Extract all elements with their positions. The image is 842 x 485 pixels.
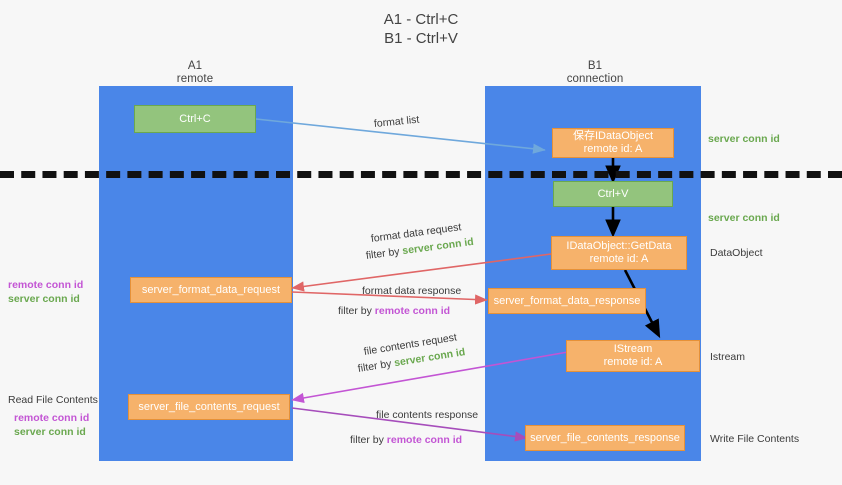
box-ctrl-c-label: Ctrl+C	[179, 112, 211, 125]
box-server-format-data-response[interactable]: server_format_data_response	[488, 288, 646, 314]
box-server-format-data-request[interactable]: server_format_data_request	[130, 277, 292, 303]
box-server-format-data-response-label: server_format_data_response	[493, 294, 641, 307]
box-server-format-data-request-label: server_format_data_request	[141, 283, 281, 296]
lane-b1-sub: connection	[566, 73, 624, 85]
note-remote-conn-id: remote conn id	[14, 412, 90, 424]
edge-label-format-data-response: format data response	[362, 285, 462, 297]
edge-label-file-contents-response-filter: filter by remote conn id	[350, 434, 462, 447]
note-remote-conn-id: remote conn id	[8, 279, 84, 291]
box-ctrl-v-label: Ctrl+V	[597, 187, 629, 200]
box-store-idataobject[interactable]: 保存IDataObject remote id: A	[552, 128, 674, 158]
note-server-conn-id: server conn id	[14, 426, 86, 438]
lane-a1-name: A1	[187, 60, 203, 72]
box-server-file-contents-response-label: server_file_contents_response	[530, 431, 680, 444]
box-idataobject-getdata[interactable]: IDataObject::GetData remote id: A	[551, 236, 687, 270]
filter-key-remote-conn-id: remote conn id	[386, 434, 463, 446]
box-istream-line1: IStream	[613, 343, 653, 355]
note-server-conn-id: server conn id	[8, 293, 80, 305]
edge-label-file-contents-response: file contents response	[376, 409, 479, 421]
box-ctrl-c[interactable]: Ctrl+C	[134, 105, 256, 133]
diagram-title-line2: B1 - Ctrl+V	[384, 30, 458, 47]
phase-divider	[0, 171, 842, 178]
edge-label-format-data-response-filter: filter by remote conn id	[338, 305, 450, 318]
lane-b1-name: B1	[587, 60, 603, 72]
note-dataobject: DataObject	[710, 247, 763, 259]
note-server-conn-id-top: server conn id	[708, 132, 780, 146]
box-idataobject-getdata-line1: IDataObject::GetData	[566, 240, 672, 252]
note-istream: Istream	[710, 351, 746, 363]
diagram-title-line1: A1 - Ctrl+C	[383, 11, 459, 28]
lane-a1-sub: remote	[176, 73, 214, 85]
note-text: server conn id	[708, 133, 780, 145]
box-istream[interactable]: IStream remote id: A	[566, 340, 700, 372]
box-idataobject-getdata-line2: remote id: A	[589, 253, 649, 265]
note-left-low: remote conn id server conn id	[14, 411, 89, 439]
box-server-file-contents-response[interactable]: server_file_contents_response	[525, 425, 685, 451]
box-server-file-contents-request[interactable]: server_file_contents_request	[128, 394, 290, 420]
note-server-conn-id-mid: server conn id	[708, 211, 780, 225]
note-read-file-contents: Read File Contents	[8, 394, 98, 406]
box-ctrl-v[interactable]: Ctrl+V	[553, 181, 673, 207]
filter-key-remote-conn-id: remote conn id	[374, 305, 451, 317]
note-text: server conn id	[708, 212, 780, 224]
lane-header-b1: B1 connection	[540, 60, 650, 86]
note-left-mid: remote conn id server conn id	[8, 278, 83, 306]
filter-prefix: filter by	[338, 305, 375, 317]
note-write-file-contents: Write File Contents	[710, 433, 800, 445]
box-istream-line2: remote id: A	[603, 356, 663, 368]
filter-prefix: filter by	[350, 434, 387, 446]
box-server-file-contents-request-label: server_file_contents_request	[138, 400, 280, 413]
box-store-idataobject-line1: 保存IDataObject	[572, 130, 654, 142]
lane-header-a1: A1 remote	[140, 60, 250, 86]
box-store-idataobject-line2: remote id: A	[583, 143, 643, 155]
